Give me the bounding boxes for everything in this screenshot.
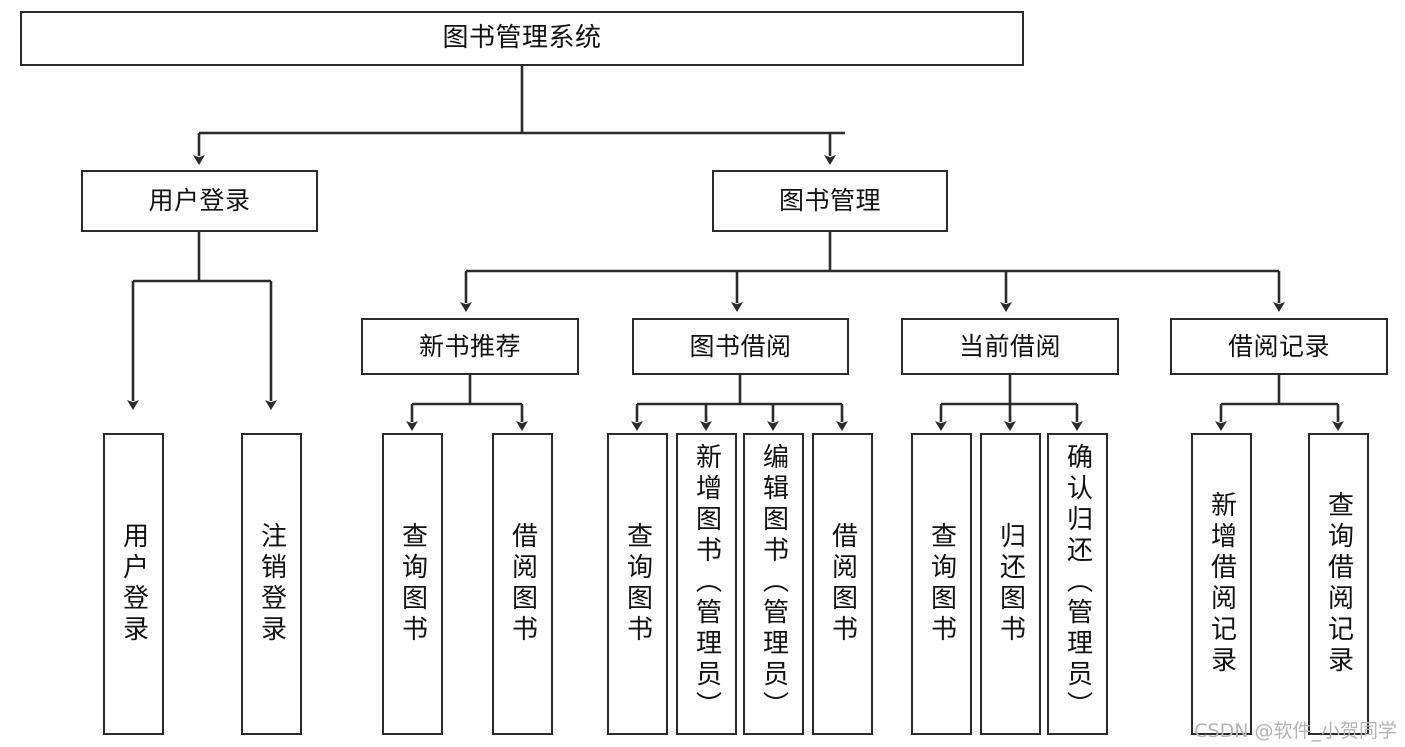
node-label: 当前借阅 bbox=[958, 331, 1061, 361]
node-label: 新增借阅记录 bbox=[1206, 491, 1237, 677]
node-leaf-return-books[interactable]: 归还图书 bbox=[980, 433, 1041, 735]
node-leaf-borrow-books[interactable]: 借阅图书 bbox=[812, 433, 873, 735]
node-label: 图书管理系统 bbox=[442, 23, 602, 54]
node-current-borrowing[interactable]: 当前借阅 bbox=[901, 318, 1119, 375]
node-leaf-add-book-admin[interactable]: 新增图书（管理员） bbox=[676, 433, 737, 735]
node-new-book-recommendation[interactable]: 新书推荐 bbox=[361, 318, 579, 375]
node-borrowing-records[interactable]: 借阅记录 bbox=[1170, 318, 1388, 375]
node-label: 注销登录 bbox=[256, 522, 287, 646]
node-label: 图书管理 bbox=[778, 186, 881, 216]
node-label: 查询图书 bbox=[397, 522, 428, 646]
node-label: 查询借阅记录 bbox=[1323, 491, 1354, 677]
node-leaf-borrow-books-recommend[interactable]: 借阅图书 bbox=[492, 433, 553, 735]
node-label: 借阅图书 bbox=[827, 522, 858, 646]
node-label: 借阅记录 bbox=[1227, 331, 1330, 361]
node-label: 新增图书（管理员） bbox=[691, 443, 722, 722]
node-leaf-confirm-return-admin[interactable]: 确认归还（管理员） bbox=[1047, 433, 1108, 735]
node-leaf-edit-book-admin[interactable]: 编辑图书（管理员） bbox=[743, 433, 804, 735]
node-leaf-query-books-borrow[interactable]: 查询图书 bbox=[607, 433, 668, 735]
node-book-borrowing[interactable]: 图书借阅 bbox=[632, 318, 849, 375]
node-root-book-management-system[interactable]: 图书管理系统 bbox=[20, 11, 1024, 66]
node-label: 归还图书 bbox=[995, 522, 1026, 646]
node-leaf-add-borrow-record[interactable]: 新增借阅记录 bbox=[1191, 433, 1252, 735]
node-leaf-user-login[interactable]: 用户登录 bbox=[103, 433, 164, 735]
node-label: 用户登录 bbox=[118, 522, 149, 646]
node-label: 新书推荐 bbox=[418, 331, 521, 361]
watermark: CSDN @软件_小贺同学 bbox=[1194, 720, 1397, 742]
node-label: 查询图书 bbox=[622, 522, 653, 646]
node-label: 确认归还（管理员） bbox=[1062, 443, 1093, 722]
node-label: 查询图书 bbox=[926, 522, 957, 646]
node-user-login[interactable]: 用户登录 bbox=[81, 170, 318, 232]
node-leaf-query-borrow-record[interactable]: 查询借阅记录 bbox=[1308, 433, 1369, 735]
node-label: 用户登录 bbox=[148, 186, 251, 216]
node-book-management[interactable]: 图书管理 bbox=[712, 170, 948, 232]
node-leaf-query-books-recommend[interactable]: 查询图书 bbox=[382, 433, 443, 735]
node-leaf-logout[interactable]: 注销登录 bbox=[241, 433, 302, 735]
node-label: 图书借阅 bbox=[689, 331, 792, 361]
node-label: 编辑图书（管理员） bbox=[758, 443, 789, 722]
node-leaf-query-books-current[interactable]: 查询图书 bbox=[911, 433, 972, 735]
node-label: 借阅图书 bbox=[507, 522, 538, 646]
